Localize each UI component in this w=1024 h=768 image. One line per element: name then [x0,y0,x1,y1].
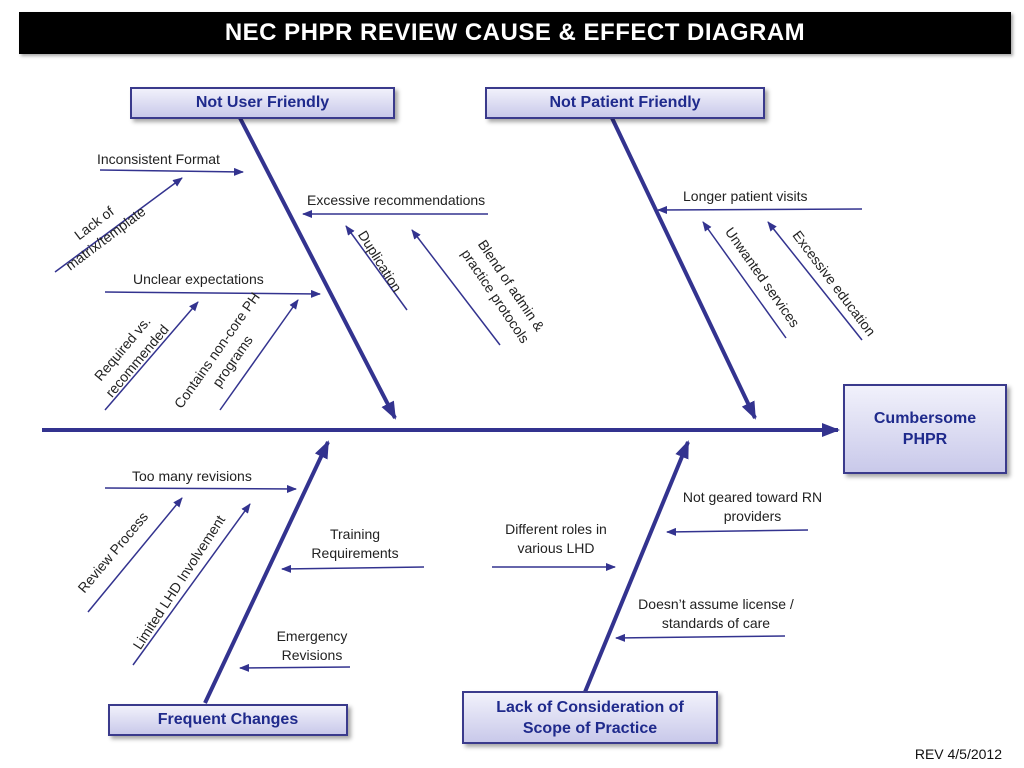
page-title: NEC PHPR REVIEW CAUSE & EFFECT DIAGRAM [19,12,1011,54]
category-box-patient: Not Patient Friendly [485,87,765,119]
cause-license: Doesn’t assume license / standards of ca… [638,596,794,631]
arrow-lack-template [54,177,183,273]
effect-box: Cumbersome PHPR [843,384,1007,474]
arrow-license [615,633,786,642]
arrow-non-core [219,299,299,411]
cause-not-geared: Not geared toward RN providers [682,489,823,524]
category-box-scope: Lack of Consideration of Scope of Practi… [462,691,718,744]
category-label: Not User Friendly [195,94,330,111]
cause-too-many-revisions: Too many revisions [132,468,252,484]
bone-patient [610,117,757,420]
cause-longer-visits: Longer patient visits [683,188,808,204]
cause-different-roles: Different roles in various LHD [505,521,607,556]
arrow-not-geared [666,527,809,536]
category-box-changes: Frequent Changes [108,704,348,736]
bone-user [238,117,397,420]
arrow-emergency [239,663,351,672]
cause-emergency: Emergency Revisions [276,628,348,663]
cause-excessive-recs: Excessive recommendations [307,192,486,208]
effect-label: Cumbersome PHPR [873,410,977,448]
arrow-review-process [87,497,183,613]
bone-scope [583,440,690,693]
arrow-longer-visits [657,205,863,214]
cause-unclear-expectations: Unclear expectations [133,271,264,287]
arrow-unclear-expectations [104,289,321,298]
cause-inconsistent-format: Inconsistent Format [97,151,220,167]
bone-changes [203,440,330,704]
arrow-limited-lhd [132,503,251,666]
arrow-excessive-education [767,221,863,341]
arrow-too-many-revisions [104,484,297,493]
arrow-unwanted [702,221,787,339]
cause-training: Training Requirements [311,526,399,561]
revision-date: REV 4/5/2012 [914,746,1002,762]
arrow-duplication [345,225,408,311]
arrow-inconsistent-format [99,167,244,176]
category-label: Lack of Consideration of Scope of Practi… [496,698,684,737]
arrow-training [281,564,425,573]
arrow-blend [411,229,501,346]
arrow-required-vs [104,301,199,411]
category-label: Frequent Changes [157,711,299,728]
category-box-user: Not User Friendly [130,87,395,119]
category-label: Not Patient Friendly [549,94,701,111]
